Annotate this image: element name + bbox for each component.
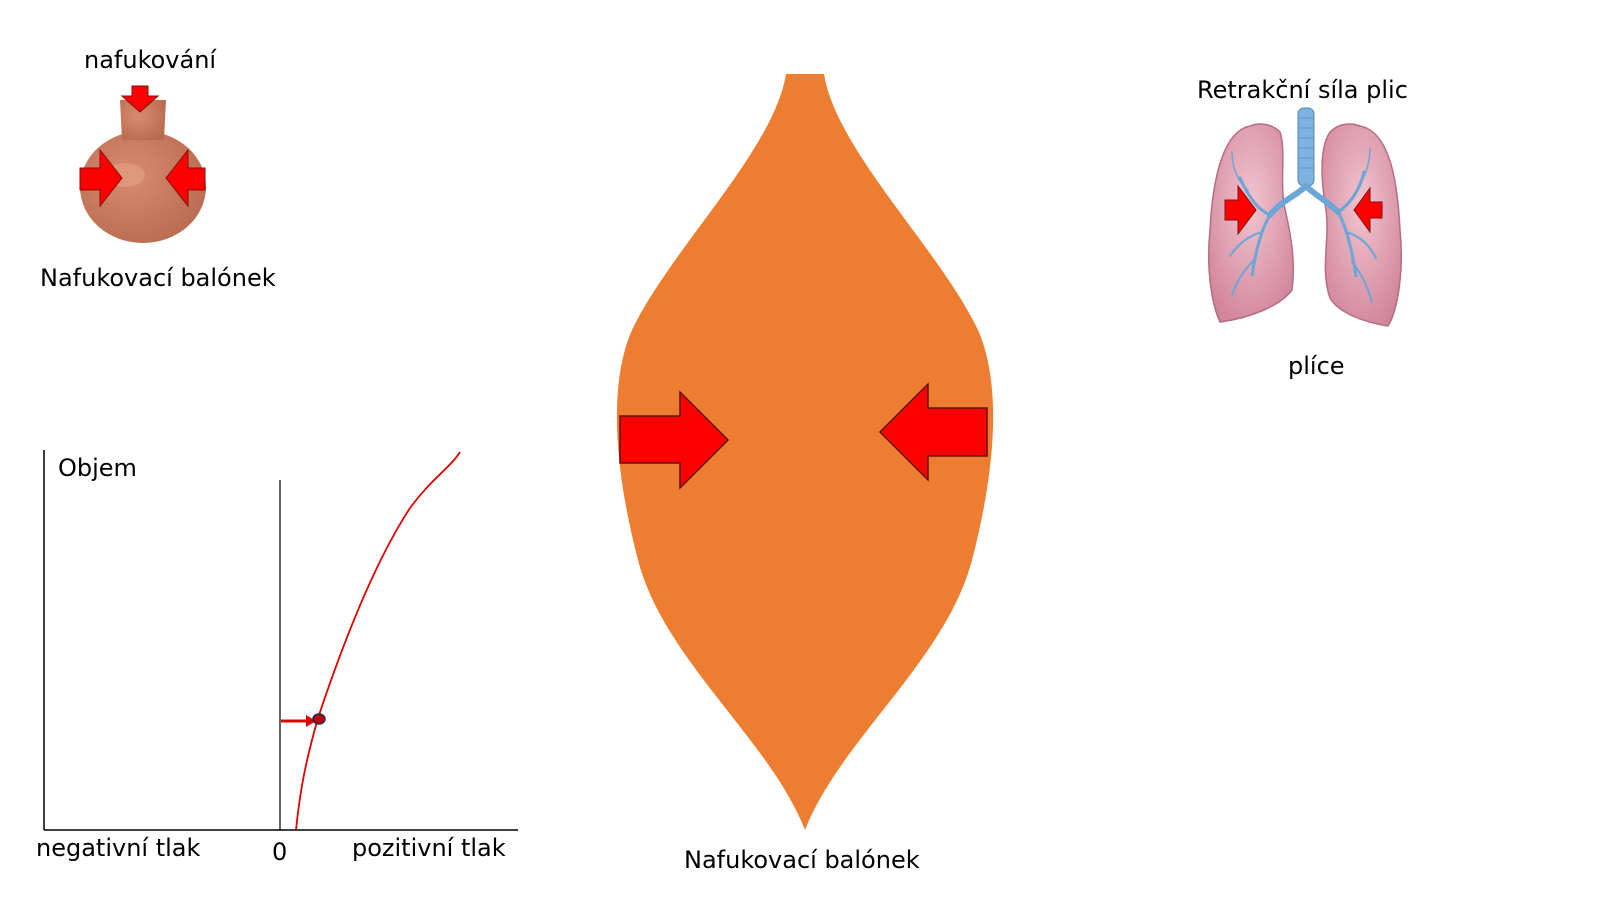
lungs-label: plíce [1288,352,1345,380]
trachea [1297,107,1315,187]
lung-left-arrow-icon [1224,184,1257,236]
graph-x-left-label: negativní tlak [36,834,201,862]
bronchial-tree [1229,147,1377,303]
big-balloon-right-arrow-icon [878,382,988,482]
graph-x-right-label: pozitivní tlak [352,834,506,862]
left-lung [1207,123,1295,323]
inflate-arrow-icon [120,85,160,113]
graph-y-label: Objem [58,454,137,482]
big-balloon-label: Nafukovací balónek [684,846,920,874]
graph-x-zero-label: 0 [272,838,288,866]
big-balloon-left-arrow-icon [619,390,730,490]
small-balloon-label: Nafukovací balónek [40,264,276,292]
trachea-rings [1298,117,1314,169]
lung-right-arrow-icon [1353,186,1383,234]
small-balloon-left-arrow-icon [79,148,123,208]
small-balloon-body [80,131,206,243]
small-balloon-neck [120,100,166,140]
inflate-label: nafukování [84,46,217,74]
lung-retraction-label: Retrakční síla plic [1197,76,1408,104]
big-balloon [616,74,994,830]
volume-pressure-graph [43,450,518,831]
graph-pressure-arrow-icon [306,715,316,727]
right-lung [1321,123,1402,327]
small-balloon-right-arrow-icon [165,148,206,208]
graph-current-point [312,713,326,725]
lungs-illustration [1207,107,1402,327]
graph-pressure-volume-curve [295,451,461,831]
